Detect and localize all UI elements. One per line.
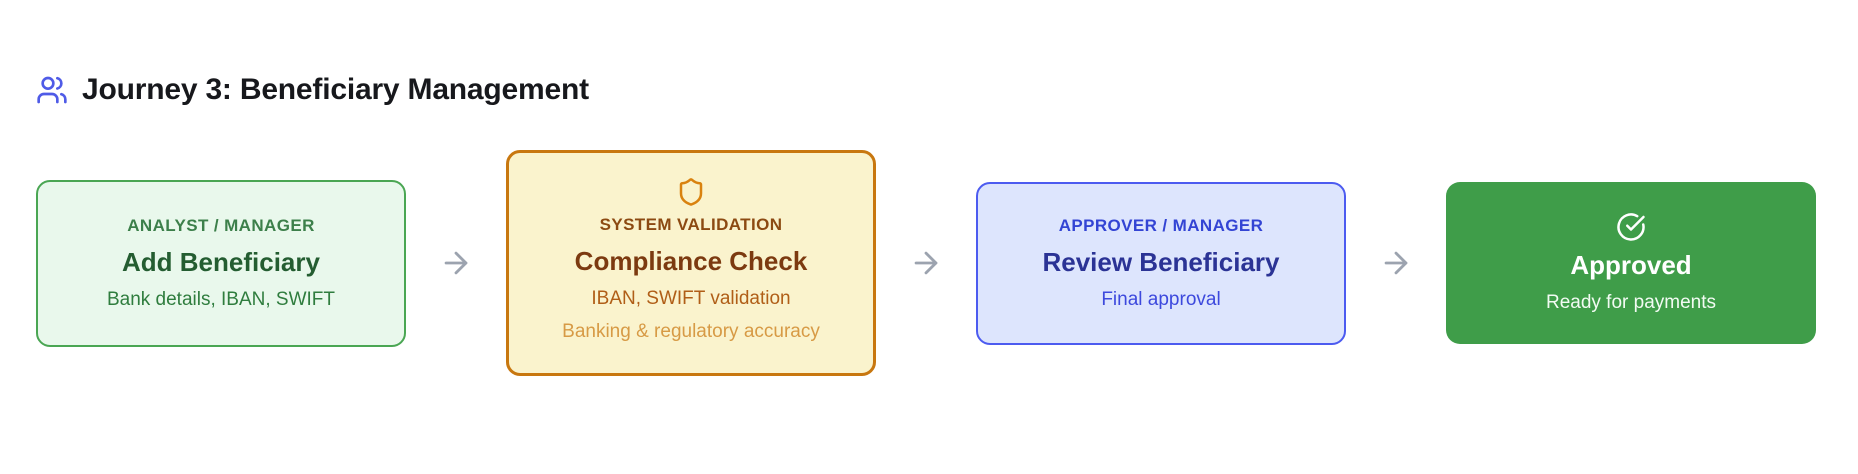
step-description: Ready for payments — [1545, 292, 1717, 313]
arrow-right-icon — [444, 251, 468, 275]
step-description-secondary: Banking & regulatory accuracy — [562, 321, 820, 342]
step-description: Bank details, IBAN, SWIFT — [106, 288, 336, 310]
step-title: Approved — [1570, 250, 1692, 280]
step-title: Add Beneficiary — [122, 246, 320, 277]
step-card-compliance-check: SYSTEM VALIDATION Compliance Check IBAN,… — [506, 150, 876, 376]
step-description: IBAN, SWIFT validation — [591, 288, 791, 309]
arrow-right-icon — [914, 251, 938, 275]
arrow-right-icon — [1384, 251, 1408, 275]
step-role-label: ANALYST / MANAGER — [127, 215, 315, 235]
step-title: Compliance Check — [574, 246, 808, 276]
step-card-add-beneficiary: ANALYST / MANAGER Add Beneficiary Bank d… — [36, 179, 406, 347]
step-description: Final approval — [1101, 288, 1221, 310]
flow-arrow — [1346, 246, 1446, 280]
flow-arrow — [406, 246, 506, 280]
step-card-review-beneficiary: APPROVER / MANAGER Review Beneficiary Fi… — [976, 181, 1346, 345]
journey-flow: ANALYST / MANAGER Add Beneficiary Bank d… — [36, 150, 1822, 376]
journey-header: Journey 3: Beneficiary Management — [36, 72, 1822, 108]
users-icon — [36, 74, 68, 106]
check-circle-icon — [1464, 212, 1798, 242]
step-title: Review Beneficiary — [1042, 246, 1280, 277]
step-role-label: APPROVER / MANAGER — [1058, 215, 1264, 235]
flow-arrow — [876, 246, 976, 280]
shield-icon — [527, 177, 855, 207]
step-card-approved: Approved Ready for payments — [1446, 182, 1816, 344]
page-title: Journey 3: Beneficiary Management — [82, 73, 589, 106]
step-role-label: SYSTEM VALIDATION — [599, 215, 783, 234]
